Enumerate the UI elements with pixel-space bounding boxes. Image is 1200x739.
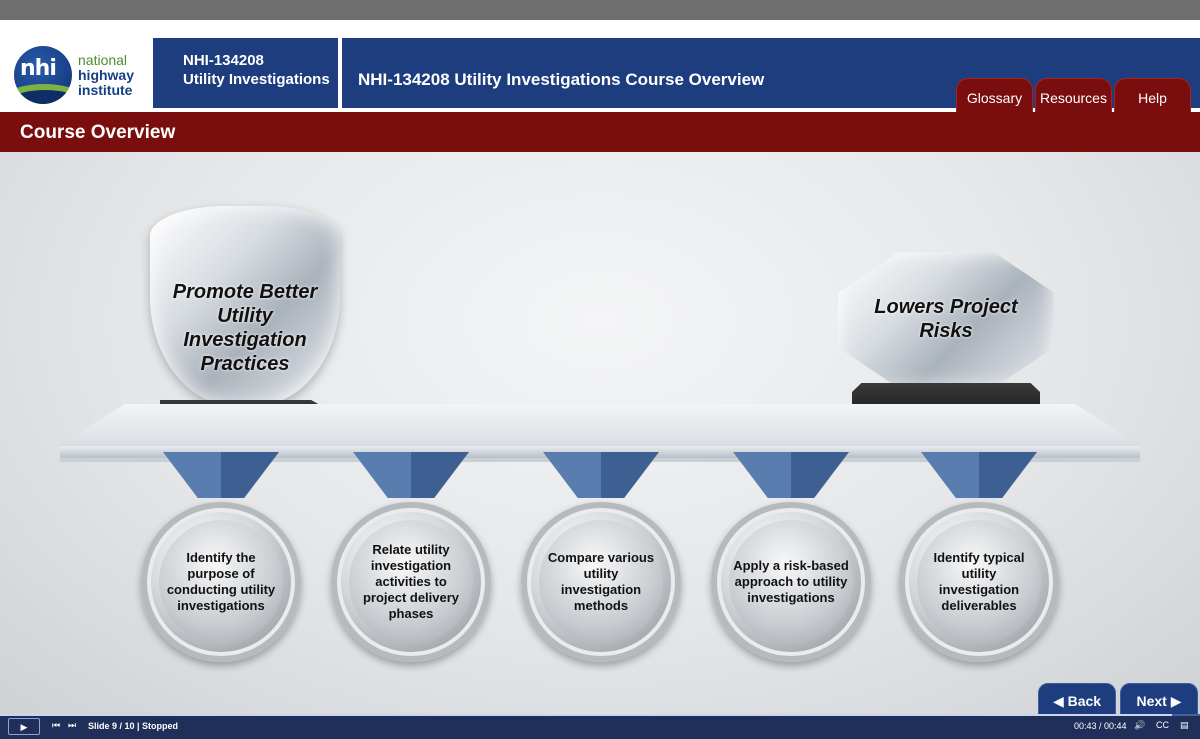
- medal-ribbon-4: [733, 452, 849, 498]
- slide-info: Slide 9 / 10 | Stopped: [88, 721, 179, 731]
- skip-forward-icon[interactable]: ⏭: [68, 720, 77, 730]
- volume-icon[interactable]: 🔊: [1134, 720, 1146, 730]
- course-id-box: NHI-134208 Utility Investigations: [153, 38, 338, 108]
- crystal-trophy-right: [838, 252, 1054, 388]
- medal-objective-1: Identify the purpose of conducting utili…: [141, 502, 301, 662]
- medal-objective-3: Compare various utility investigation me…: [521, 502, 681, 662]
- rewind-icon[interactable]: ⏮: [52, 720, 61, 730]
- trophy-label-right: Lowers Project Risks: [874, 296, 1018, 342]
- page-title: NHI-134208 Utility Investigations Course…: [358, 70, 765, 89]
- medal-ribbon-3: [543, 452, 659, 498]
- top-strip: [0, 0, 1200, 20]
- medal-ribbon-1: [163, 452, 279, 498]
- medal-ribbon-5: [921, 452, 1037, 498]
- next-button[interactable]: Next ▶: [1120, 683, 1198, 715]
- logo-word-national: national: [78, 52, 128, 68]
- logo-circle-icon: [14, 46, 72, 104]
- course-code: NHI-134208: [183, 52, 264, 69]
- back-button[interactable]: ◀ Back: [1038, 683, 1116, 715]
- nhi-logo: nhi national highway institute: [0, 20, 152, 110]
- time-readout: 00:43 / 00:44: [1074, 721, 1127, 731]
- logo-word-highway: highway: [78, 67, 135, 83]
- logo-word-institute: institute: [78, 82, 133, 98]
- medal-ribbon-2: [353, 452, 469, 498]
- section-title: Course Overview: [20, 122, 176, 143]
- play-button[interactable]: ▶: [8, 718, 40, 735]
- progress-fill: [0, 714, 1173, 716]
- medal-label-2: Relate utility investigation activities …: [362, 542, 460, 621]
- menu-icon[interactable]: ▤: [1180, 720, 1189, 730]
- crystal-trophy-left: [150, 206, 340, 406]
- medal-objective-5: Identify typical utility investigation d…: [899, 502, 1059, 662]
- play-icon: ▶: [20, 722, 28, 732]
- medal-objective-2: Relate utility investigation activities …: [331, 502, 491, 662]
- medal-label-3: Compare various utility investigation me…: [547, 550, 655, 613]
- medal-label-5: Identify typical utility investigation d…: [933, 550, 1025, 613]
- player-bar: ▶ ⏮ ⏭ Slide 9 / 10 | Stopped 00:43 / 00:…: [0, 714, 1200, 739]
- section-bar: Course Overview: [0, 112, 1200, 152]
- logo-words: national highway institute: [78, 53, 134, 98]
- medal-label-1: Identify the purpose of conducting utili…: [166, 550, 276, 613]
- logo-abbr: nhi: [20, 56, 57, 81]
- progress-track[interactable]: [0, 714, 1200, 716]
- tab-help[interactable]: Help: [1114, 78, 1191, 112]
- medal-objective-4: Apply a risk-based approach to utility i…: [711, 502, 871, 662]
- tab-resources[interactable]: Resources: [1035, 78, 1112, 112]
- captions-button[interactable]: CC: [1156, 720, 1169, 730]
- tab-glossary[interactable]: Glossary: [956, 78, 1033, 112]
- trophy-label-left: Promote Better Utility Investigation Pra…: [172, 281, 318, 375]
- medal-label-4: Apply a risk-based approach to utility i…: [733, 558, 849, 605]
- course-name: Utility Investigations: [183, 71, 330, 88]
